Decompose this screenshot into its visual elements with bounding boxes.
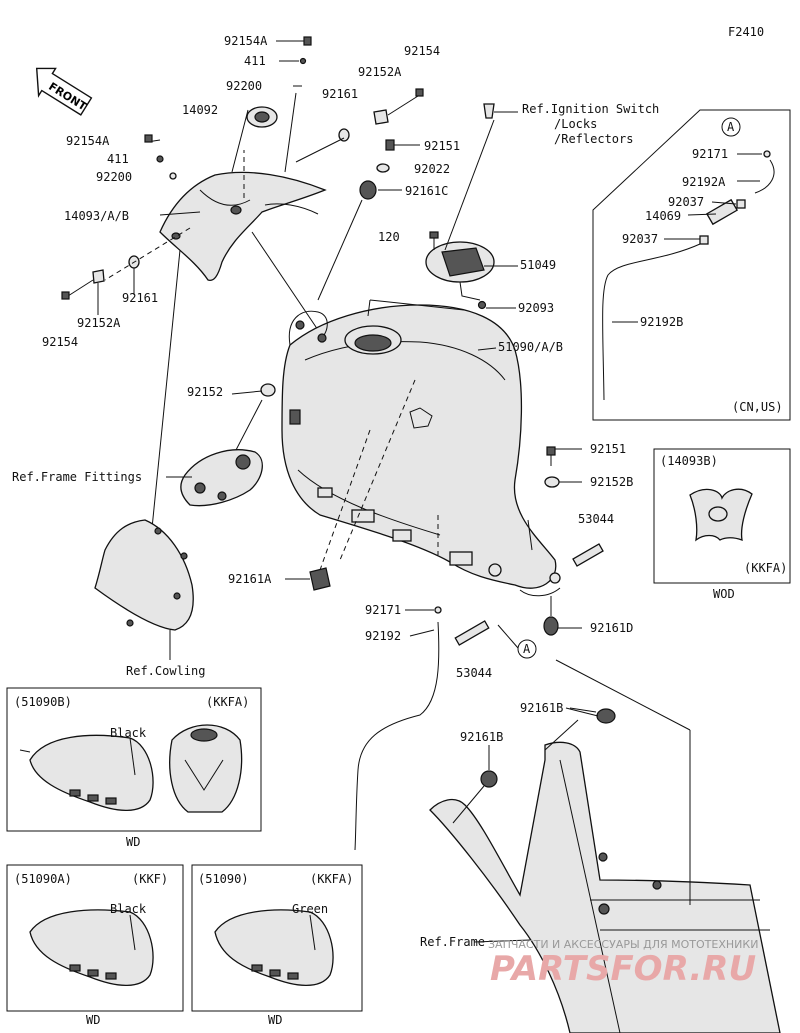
svg-text:(KKFA): (KKFA) (310, 872, 353, 886)
svg-text:(51090B): (51090B) (14, 695, 72, 709)
label-92154-left: 92154 (42, 335, 78, 349)
label-120: 120 (378, 230, 400, 244)
hose-92192 (354, 606, 519, 851)
fasteners-top (61, 36, 424, 300)
svg-text:92171: 92171 (692, 147, 728, 161)
part-labels: 92154A 411 92200 14092 92154 92152A 9216… (12, 34, 659, 949)
fasteners-right (543, 446, 604, 636)
label-92151-right: 92151 (590, 442, 626, 456)
svg-text:Green: Green (292, 902, 328, 916)
label-92154-top: 92154 (404, 44, 440, 58)
tank-dash-1 (319, 429, 371, 571)
label-92152A-top: 92152A (358, 65, 402, 79)
leaders-top-left (97, 92, 345, 549)
fasteners-center (260, 139, 465, 397)
frame-fittings-bracket (180, 399, 263, 507)
label-53044-bottom: 53044 (456, 666, 492, 680)
svg-text:92192A: 92192A (682, 175, 726, 189)
inset-14093B: (14093B) (KKFA) WOD (653, 448, 791, 601)
label-92200-top: 92200 (226, 79, 262, 93)
inset-51090: (51090) (KKFA) Green WD (191, 864, 363, 1027)
seat-cover-14093 (159, 171, 327, 282)
frame-structure (429, 659, 781, 1033)
damper-92161A (309, 567, 331, 591)
label-ref-locks: /Locks (554, 117, 597, 131)
leader-lines (166, 265, 597, 713)
inset-51090B: (51090B) (KKFA) Black WD (6, 687, 262, 849)
svg-text:WD: WD (86, 1013, 100, 1027)
label-411-top: 411 (244, 54, 266, 68)
label-ref-frame-fittings: Ref.Frame Fittings (12, 470, 142, 484)
label-92154A-left: 92154A (66, 134, 110, 148)
label-92151-top: 92151 (424, 139, 460, 153)
label-92161B-left: 92161B (460, 730, 503, 744)
watermark: ЗАПЧАСТИ И АКСЕССУАРЫ ДЛЯ МОТОТЕХНИКИ PA… (488, 938, 758, 989)
svg-text:92037: 92037 (668, 195, 704, 209)
figure-code: F2410 (728, 25, 764, 39)
tank-dash-2 (339, 379, 416, 561)
svg-text:(KKF): (KKF) (132, 872, 168, 886)
cap-14092 (246, 106, 278, 128)
svg-text:A: A (523, 642, 531, 656)
svg-text:WOD: WOD (713, 587, 735, 601)
svg-text:(CN,US): (CN,US) (732, 400, 783, 414)
label-92022: 92022 (414, 162, 450, 176)
label-53044-right: 53044 (578, 512, 614, 526)
fuel-tank-51090 (281, 304, 561, 597)
svg-text:92037: 92037 (622, 232, 658, 246)
label-14092: 14092 (182, 103, 218, 117)
label-92161C: 92161C (405, 184, 448, 198)
svg-text:ЗАПЧАСТИ И АКСЕССУАРЫ ДЛЯ МОТО: ЗАПЧАСТИ И АКСЕССУАРЫ ДЛЯ МОТОТЕХНИКИ (488, 938, 758, 951)
label-92152A-left: 92152A (77, 316, 121, 330)
svg-text:Black: Black (110, 726, 147, 740)
label-92152B: 92152B (590, 475, 633, 489)
svg-text:(51090): (51090) (198, 872, 249, 886)
cowling-piece (94, 519, 194, 660)
label-92192: 92192 (365, 629, 401, 643)
label-92200-left: 92200 (96, 170, 132, 184)
label-92152-mid: 92152 (187, 385, 223, 399)
svg-text:14069: 14069 (645, 209, 681, 223)
label-92161-top: 92161 (322, 87, 358, 101)
label-ref-ignition: Ref.Ignition Switch (522, 102, 659, 116)
svg-text:(51090A): (51090A) (14, 872, 72, 886)
label-ref-reflectors: /Reflectors (554, 132, 633, 146)
hose-box: A 92171 92192A 92037 14069 92037 92192B … (592, 109, 791, 421)
svg-text:Black: Black (110, 902, 147, 916)
label-14093AB: 14093/A/B (64, 209, 129, 223)
label-411-left: 411 (107, 152, 129, 166)
label-92161A: 92161A (228, 572, 272, 586)
fuel-pump-51049 (425, 103, 518, 310)
inset-51090A: (51090A) (KKF) Black WD (6, 864, 184, 1027)
svg-text:92192B: 92192B (640, 315, 683, 329)
label-ref-cowling: Ref.Cowling (126, 664, 205, 678)
front-arrow-icon: FRONT (35, 67, 93, 116)
svg-text:WD: WD (268, 1013, 282, 1027)
label-92161-left: 92161 (122, 291, 158, 305)
label-92161B-right: 92161B (520, 701, 563, 715)
label-92154A-top: 92154A (224, 34, 268, 48)
svg-text:(14093B): (14093B) (660, 454, 718, 468)
label-51090AB: 51090/A/B (498, 340, 563, 354)
label-ref-frame: Ref.Frame (420, 935, 485, 949)
label-92093: 92093 (518, 301, 554, 315)
callout-a-mid: A (517, 639, 537, 659)
svg-text:PARTSFOR.RU: PARTSFOR.RU (490, 949, 756, 989)
svg-text:WD: WD (126, 835, 140, 849)
label-92161D: 92161D (590, 621, 633, 635)
svg-text:(KKFA): (KKFA) (206, 695, 249, 709)
hose-box-circle: A (727, 120, 735, 134)
label-92171-mid: 92171 (365, 603, 401, 617)
label-51049: 51049 (520, 258, 556, 272)
svg-text:(KKFA): (KKFA) (744, 561, 787, 575)
